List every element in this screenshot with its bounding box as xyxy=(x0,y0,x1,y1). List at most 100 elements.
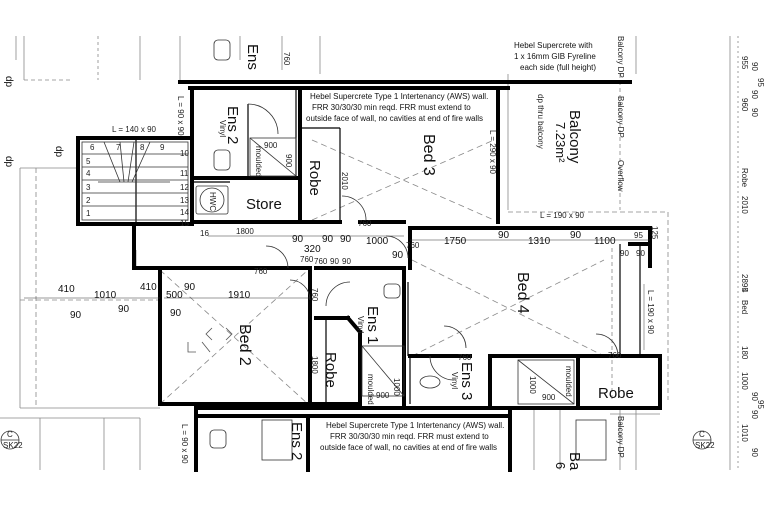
room-bed2: Bed 2 xyxy=(236,324,253,366)
note-line: each side (full height) xyxy=(520,63,596,72)
intertenancy-note-top: Hebel Supercrete Type 1 Intertenancy (AW… xyxy=(306,92,488,123)
note-line: outside face of wall, no cavities at end… xyxy=(306,114,483,123)
stair-step-12: 12 xyxy=(180,183,189,192)
strip-value: 95 xyxy=(756,400,765,409)
lintel-label: L = 90 x 90 xyxy=(180,424,189,464)
balcony-dp-label: Balcony DP xyxy=(616,96,625,138)
strip-value: 2895 xyxy=(740,274,749,292)
dimension-values: 760 2010 1800 760 90 320 90 90 1000 90 1… xyxy=(58,52,659,374)
section-marker-sheet: SK22 xyxy=(3,441,23,450)
dimension-lines xyxy=(24,235,650,299)
dim-320: 320 xyxy=(304,244,321,255)
shower-dim: 900 xyxy=(284,154,293,168)
dim-90: 90 xyxy=(340,234,352,245)
room-ens-top: Ens xyxy=(244,44,261,70)
dim-90: 90 xyxy=(170,308,182,319)
strip-value: 90 xyxy=(750,448,759,457)
dim-760: 760 xyxy=(358,219,372,228)
dim-90: 90 xyxy=(118,304,130,315)
note-line: Hebel Supercrete with xyxy=(514,41,593,50)
dim-1000: 1000 xyxy=(366,236,389,247)
dim-760: 760 xyxy=(282,52,291,66)
dim-500: 500 xyxy=(166,290,183,301)
moulded-label: moulded xyxy=(254,146,263,177)
stair-step-5: 5 xyxy=(86,157,91,166)
dim-1800: 1800 xyxy=(236,227,254,236)
note-line: Hebel Supercrete Type 1 Intertenancy (AW… xyxy=(310,92,488,101)
intertenancy-note-bottom: Hebel Supercrete Type 1 Intertenancy (AW… xyxy=(320,421,504,452)
vinyl-label: Vinyl xyxy=(356,316,365,333)
dim-760: 760 xyxy=(314,257,328,266)
dim-1010: 1010 xyxy=(94,290,117,301)
dim-90: 90 xyxy=(498,230,510,241)
vinyl-label: Vinyl xyxy=(218,120,227,137)
dim-760: 760 xyxy=(300,255,314,264)
room-balcony-area: 7.23m² xyxy=(553,122,568,163)
dim-90: 90 xyxy=(292,234,304,245)
lintel-label: L = 290 x 90 xyxy=(488,130,497,175)
dim-90: 90 xyxy=(392,250,404,261)
shower-dim: 1000 xyxy=(528,376,537,394)
stair-step-2: 2 xyxy=(86,196,91,205)
strip-value: 1010 xyxy=(740,424,749,442)
walls xyxy=(76,80,662,472)
fixture-labels: Vinyl Vinyl Vinyl moulded moulded moulde… xyxy=(208,120,573,405)
stair-step-9: 9 xyxy=(160,143,165,152)
dp-thru-balcony-label: dp thru balcony xyxy=(536,94,545,149)
dim-410: 410 xyxy=(140,282,157,293)
wall-note-top-right: Hebel Supercrete with 1 x 16mm GIB Fyrel… xyxy=(514,41,596,72)
room-bed-bottom: Ba xyxy=(566,452,583,471)
dim-410: 410 xyxy=(58,284,75,295)
lintel-label: L = 190 x 90 xyxy=(540,211,585,220)
strip-value: 90 xyxy=(750,392,759,401)
strip-value: 90 xyxy=(750,410,759,419)
stair-step-7: 7 xyxy=(116,143,121,152)
note-line: 1 x 16mm GIB Fyreline xyxy=(514,52,596,61)
room-ens2-bottom: Ens 2 xyxy=(288,422,305,460)
shower-dim: 900 xyxy=(376,391,390,400)
stair-step-8: 8 xyxy=(140,143,145,152)
drainage-labels: dp dp dp dp thru balcony Balcony DP Balc… xyxy=(3,36,625,458)
dim-2010: 2010 xyxy=(340,172,349,190)
room-robe-bed3: Robe xyxy=(306,160,323,196)
strip-value: 90 xyxy=(750,108,759,117)
bed2-markers xyxy=(187,327,233,353)
dim-90: 90 xyxy=(70,310,82,321)
stair-step-10: 10 xyxy=(180,149,189,158)
moulded-label: moulded xyxy=(564,366,573,397)
stair-step-4: 4 xyxy=(86,169,91,178)
strip-value: 2010 xyxy=(740,196,749,214)
dim-1750: 1750 xyxy=(444,236,467,247)
stair-step-3: 3 xyxy=(86,183,91,192)
stair-step-13: 13 xyxy=(180,196,189,205)
dim-1800: 1800 xyxy=(310,356,319,374)
moulded-label: moulded xyxy=(366,374,375,405)
strip-value: 4 xyxy=(740,288,749,293)
section-markers: C SK22 C SK22 xyxy=(0,430,715,450)
strip-value: Robe xyxy=(740,168,749,188)
note-line: outside face of wall, no cavities at end… xyxy=(320,443,497,452)
dim-760: 760 xyxy=(254,267,268,276)
note-line: FRR 30/30/30 min reqd. FRR must extend t… xyxy=(330,432,489,441)
strip-value: Bed xyxy=(740,300,749,314)
strip-value: 1000 xyxy=(740,372,749,390)
dim-760: 760 xyxy=(406,241,420,250)
dim-1100: 1100 xyxy=(594,236,616,247)
stair-step-1: 1 xyxy=(86,209,91,218)
note-line: FRR 30/30/30 min reqd. FRR must extend t… xyxy=(312,103,471,112)
staircase xyxy=(81,141,189,221)
balcony-dp-bottom-label: Balcony DP xyxy=(616,416,625,458)
dp-label: dp xyxy=(53,146,64,158)
strip-value: 90 xyxy=(750,62,759,71)
note-line: Hebel Supercrete Type 1 Intertenancy (AW… xyxy=(326,421,504,430)
stair-numbers: 6 5 4 3 2 1 7 8 9 10 11 12 13 14 15 16 xyxy=(86,143,209,238)
strip-value: 95 xyxy=(756,78,765,87)
room-bed3: Bed 3 xyxy=(420,134,437,176)
room-ens3: Ens 3 xyxy=(458,362,475,400)
room-ens1: Ens 1 xyxy=(364,306,381,344)
stair-step-16: 16 xyxy=(200,229,209,238)
room-bed-bottom-number: 6 xyxy=(553,462,568,469)
dim-125: 125 xyxy=(650,226,659,240)
vinyl-label: Vinyl xyxy=(450,372,459,389)
